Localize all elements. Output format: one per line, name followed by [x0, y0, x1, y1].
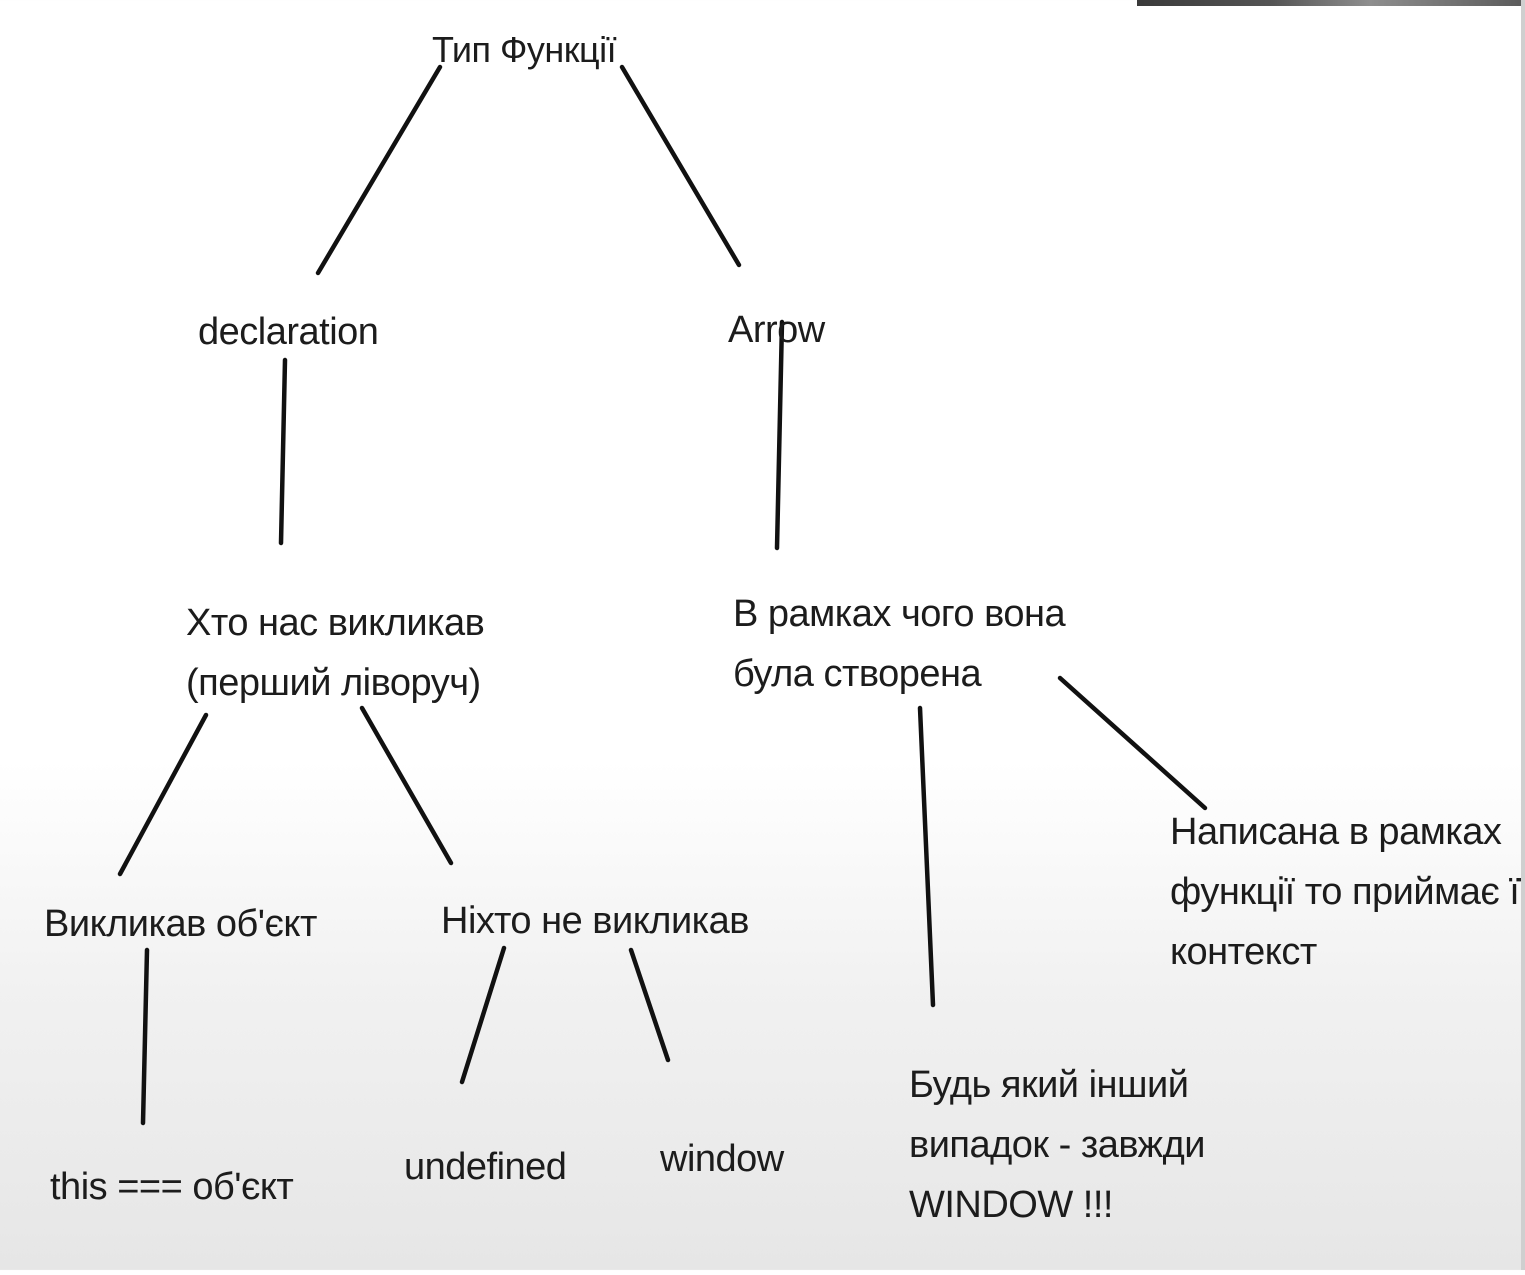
node-within-what-created: В рамках чого вона була створена	[733, 584, 1066, 704]
node-declaration: declaration	[198, 311, 379, 353]
edge-nobody-called-window	[628, 947, 671, 1063]
node-undefined: undefined	[404, 1146, 567, 1188]
node-within-what-line-1: В рамках чого вона	[733, 593, 1066, 635]
edge-root-declaration	[315, 64, 443, 276]
edge-root-arrow	[619, 64, 742, 268]
node-object-called: Викликав об'єкт	[44, 903, 317, 945]
slide-right-border	[1521, 0, 1525, 1270]
node-this-equals-object: this === об'єкт	[50, 1166, 294, 1208]
node-window: window	[660, 1138, 784, 1180]
node-arrow: Arrow	[728, 309, 825, 351]
edge-arrow-within-what	[774, 319, 785, 551]
edge-who-called-nobody-called	[359, 705, 454, 866]
presenter-video-thumbnail	[1137, 0, 1525, 6]
node-written-in-function: Написана в рамках функції то приймає її …	[1170, 802, 1525, 982]
edge-nobody-called-undefined	[459, 945, 507, 1085]
edge-who-called-object-called	[117, 712, 209, 877]
edge-within-what-written-in-function	[1057, 675, 1208, 811]
node-written-in-function-line-2: функції то приймає її	[1170, 871, 1525, 913]
node-nobody-called: Ніхто не викликав	[441, 900, 749, 942]
edge-within-what-any-other-case	[917, 705, 936, 1008]
edge-object-called-this-object	[140, 947, 150, 1126]
edge-declaration-who-called	[278, 357, 288, 546]
node-written-in-function-line-3: контекст	[1170, 931, 1317, 973]
node-written-in-function-line-1: Написана в рамках	[1170, 811, 1502, 853]
node-within-what-line-2: була створена	[733, 653, 982, 695]
node-any-other-case-line-1: Будь який інший	[909, 1064, 1189, 1106]
node-any-other-case: Будь який інший випадок - завжди WINDOW …	[909, 1055, 1205, 1235]
node-who-called-line-2: (перший ліворуч)	[186, 662, 481, 704]
node-any-other-case-line-3: WINDOW !!!	[909, 1184, 1113, 1226]
node-any-other-case-line-2: випадок - завжди	[909, 1124, 1205, 1166]
node-function-type: Тип Функції	[432, 29, 617, 70]
node-who-called-line-1: Хто нас викликав	[186, 602, 485, 644]
node-who-called: Хто нас викликав (перший ліворуч)	[186, 593, 485, 713]
